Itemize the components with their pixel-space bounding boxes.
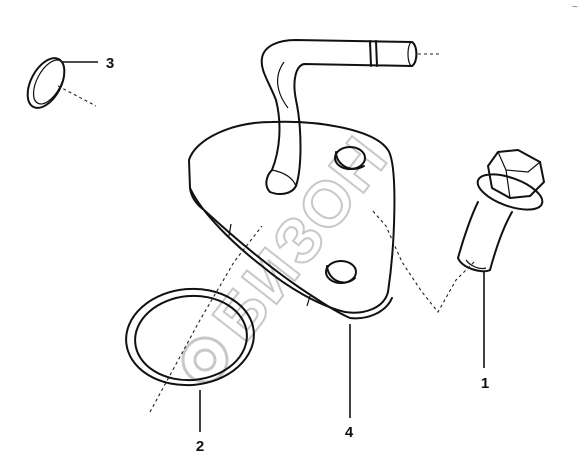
pipe-flange-part xyxy=(188,39,440,320)
assembly-lines xyxy=(57,85,475,413)
watermark-logo: БИЗОН xyxy=(181,122,403,384)
callout-label-4: 4 xyxy=(345,424,354,441)
gasket-part xyxy=(125,287,255,387)
bolt-part xyxy=(457,149,545,273)
plug-part xyxy=(26,57,66,109)
corner-mark: ~ xyxy=(572,2,578,13)
callout-label-3: 3 xyxy=(106,55,114,72)
callout-label-2: 2 xyxy=(196,438,204,455)
callout-label-1: 1 xyxy=(481,375,489,392)
